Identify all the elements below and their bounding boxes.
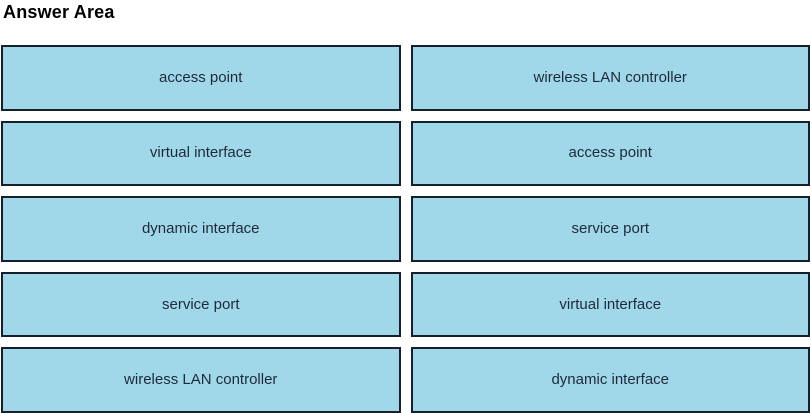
answer-option-label: wireless LAN controller [533, 68, 687, 86]
answer-option[interactable]: virtual interface [1, 120, 401, 187]
answer-option-label: service port [161, 295, 240, 313]
left-column: access point virtual interface dynamic i… [1, 45, 401, 413]
answer-option[interactable]: virtual interface [410, 271, 810, 338]
answer-option[interactable]: dynamic interface [1, 196, 401, 262]
answer-option-label: dynamic interface [551, 371, 670, 389]
answer-option[interactable]: access point [410, 120, 810, 187]
page-title: Answer Area [3, 2, 115, 22]
answer-option-label: access point [159, 68, 243, 86]
answer-option-label: virtual interface [149, 144, 252, 162]
answer-option-label: service port [571, 219, 650, 237]
answer-option[interactable]: wireless LAN controller [410, 45, 810, 111]
right-column: wireless LAN controller access point ser… [410, 45, 810, 413]
answer-option[interactable]: service port [410, 196, 810, 262]
answer-option-label: wireless LAN controller [124, 371, 278, 389]
answer-option-label: virtual interface [559, 295, 662, 313]
answer-option-label: access point [568, 144, 652, 162]
answer-option[interactable]: access point [1, 45, 401, 111]
answer-option[interactable]: service port [1, 271, 401, 338]
answer-option[interactable]: wireless LAN controller [1, 347, 401, 413]
answer-area: access point virtual interface dynamic i… [1, 45, 810, 413]
answer-option[interactable]: dynamic interface [410, 347, 810, 413]
answer-option-label: dynamic interface [141, 219, 260, 237]
